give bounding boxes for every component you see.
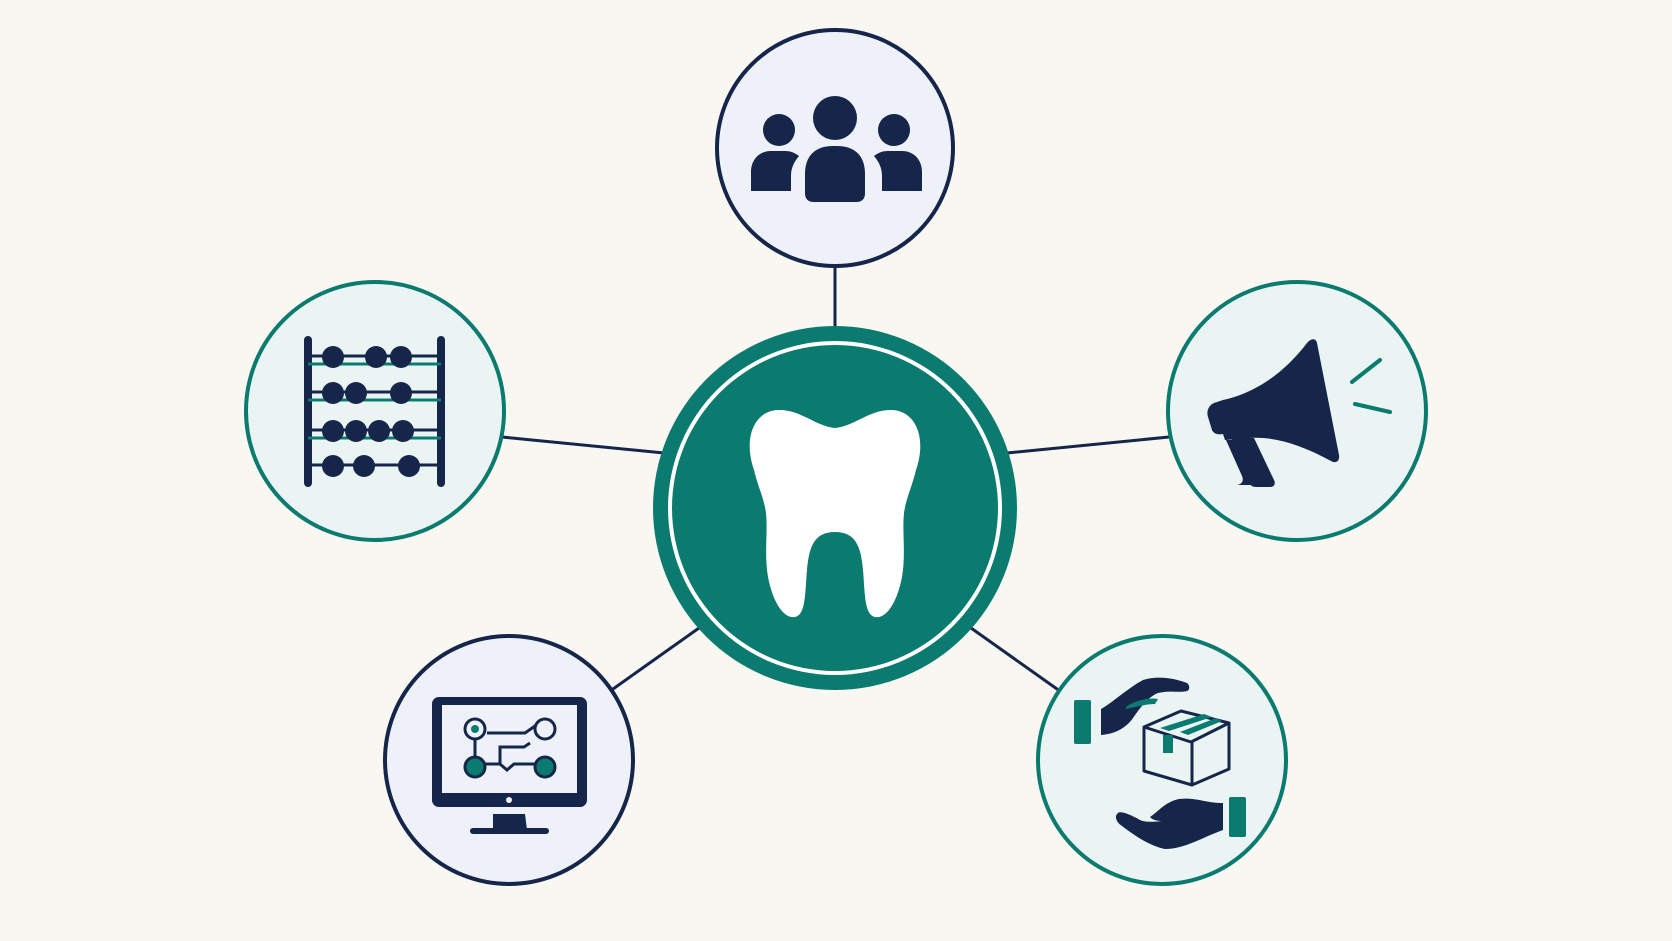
tooth-icon <box>749 409 921 618</box>
megaphone-icon <box>1207 339 1392 487</box>
node-accounting <box>244 280 506 542</box>
connector-systems <box>611 626 701 691</box>
connector-marketing <box>1005 435 1171 455</box>
node-supply-circle <box>1036 634 1288 886</box>
connectors <box>500 266 1171 691</box>
node-systems <box>383 634 635 886</box>
hands-package-icon <box>1074 677 1246 849</box>
people-group-icon <box>751 96 922 202</box>
computer-workflow-icon <box>432 697 587 834</box>
node-marketing <box>1166 280 1428 542</box>
node-team <box>715 28 955 268</box>
connector-supply <box>969 626 1059 691</box>
node-accounting-circle <box>244 280 506 542</box>
abacus-icon <box>304 336 445 487</box>
node-supply <box>1036 634 1288 886</box>
connector-accounting <box>500 435 666 455</box>
center-hub <box>653 326 1017 690</box>
